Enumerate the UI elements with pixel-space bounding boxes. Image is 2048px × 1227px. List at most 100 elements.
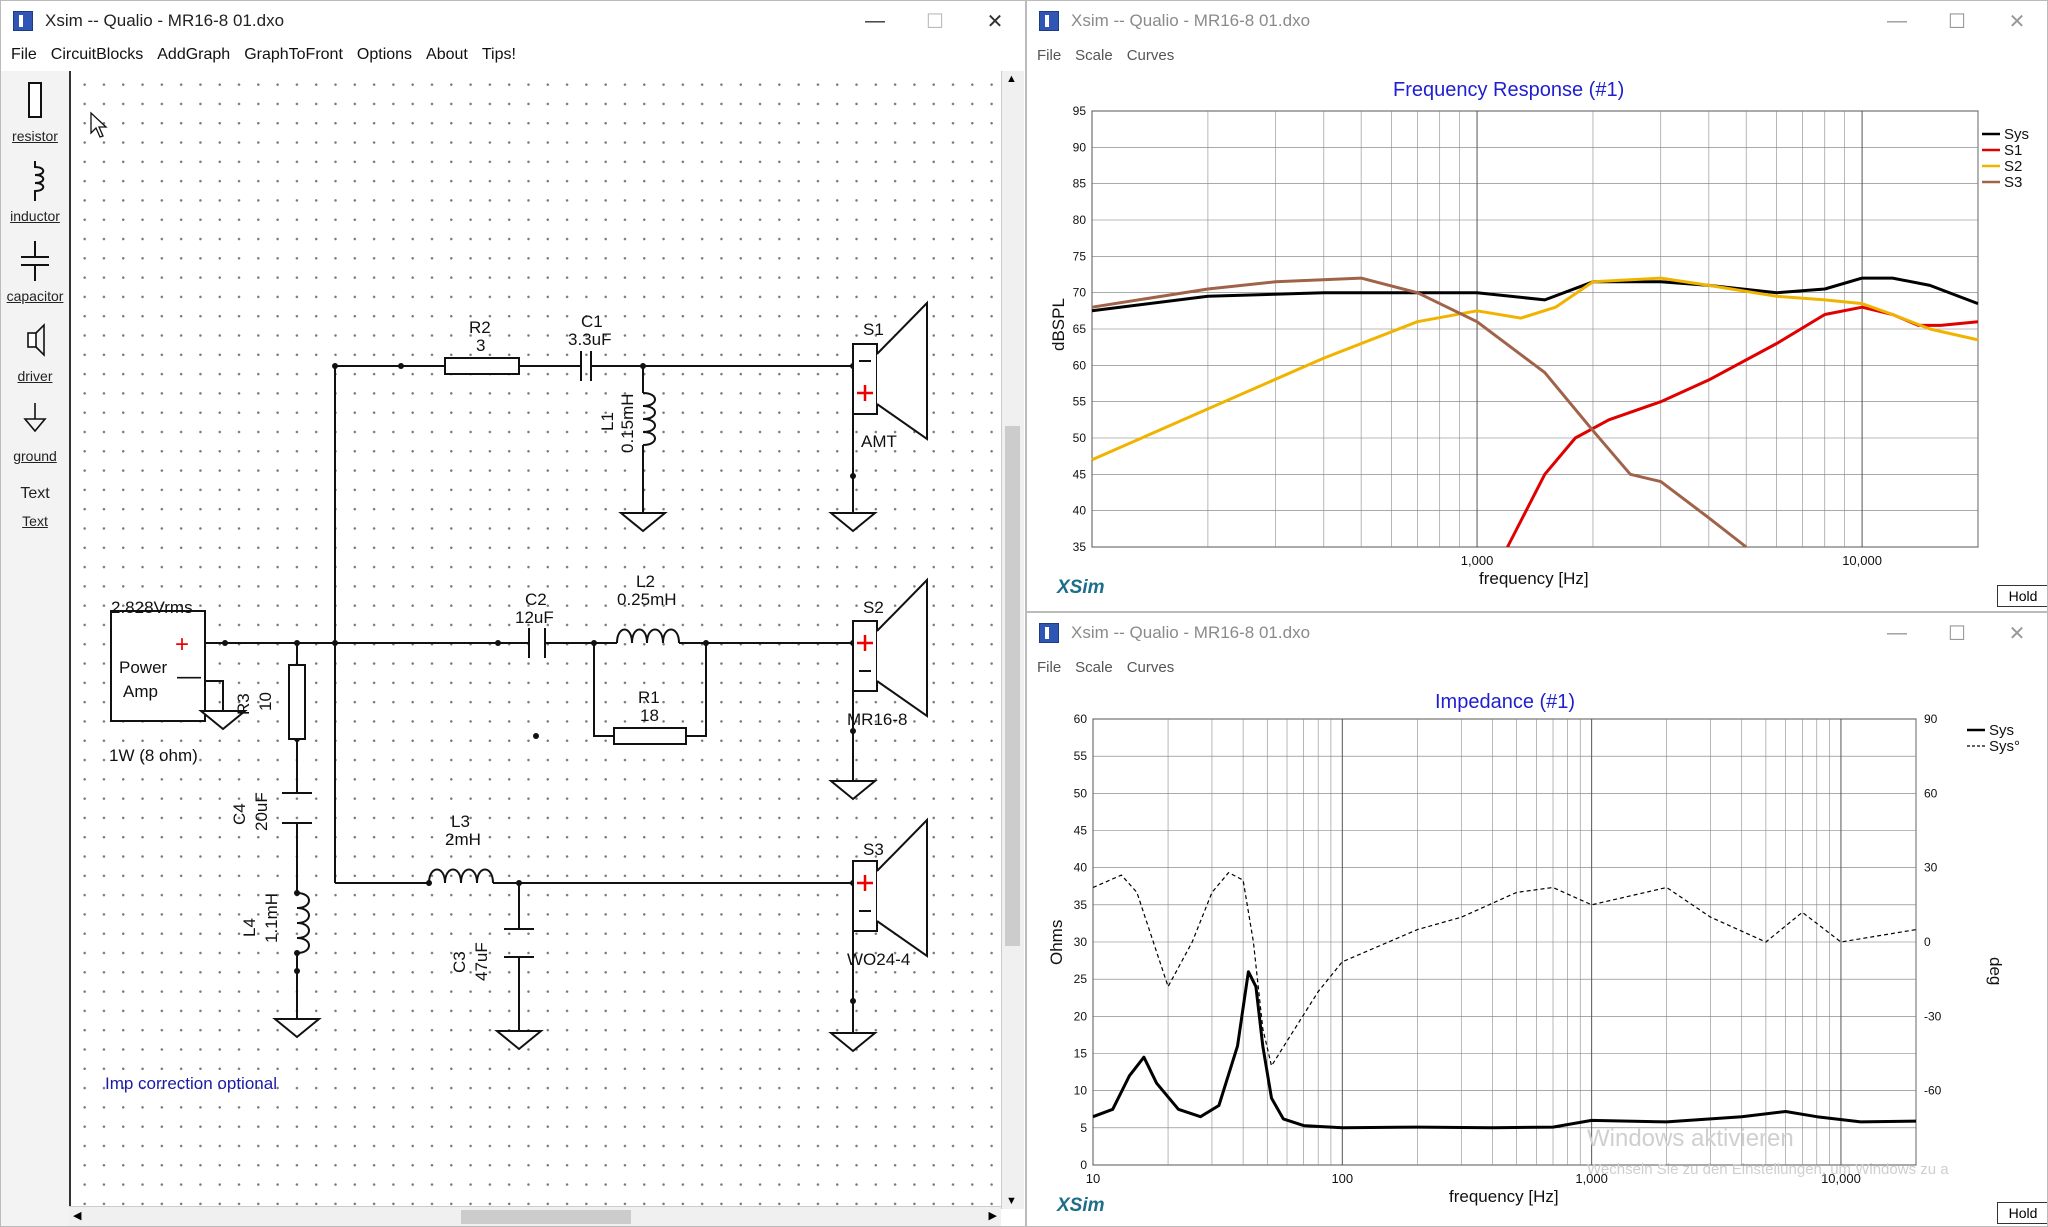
fr-titlebar[interactable]: Xsim -- Qualio - MR16-8 01.dxo — ☐ ✕ bbox=[1027, 1, 2047, 41]
speaker-icon bbox=[27, 323, 45, 357]
palette-driver[interactable]: driver bbox=[1, 319, 69, 384]
hscroll-thumb[interactable] bbox=[461, 1210, 631, 1224]
palette-text[interactable]: Text Text bbox=[1, 485, 69, 529]
scroll-thumb[interactable] bbox=[1005, 426, 1020, 946]
menu-graphtofront[interactable]: GraphToFront bbox=[244, 46, 343, 63]
inductor-l1[interactable] bbox=[642, 392, 656, 446]
menu-circuitblocks[interactable]: CircuitBlocks bbox=[50, 46, 144, 63]
schematic-titlebar[interactable]: Xsim -- Qualio - MR16-8 01.dxo — ☐ ✕ bbox=[1, 1, 1025, 41]
y2-axis-label: deg bbox=[1986, 957, 2005, 986]
close-icon[interactable]: ✕ bbox=[986, 10, 1004, 33]
palette-capacitor[interactable]: capacitor bbox=[1, 239, 69, 304]
scroll-right-icon[interactable]: ▶ bbox=[988, 1210, 997, 1222]
component-palette: resistor inductor capacitor driver groun… bbox=[1, 71, 71, 1226]
series-line-sys bbox=[1092, 970, 1917, 1130]
y-tick-label: 50 bbox=[1073, 431, 1087, 445]
schematic-menubar: File CircuitBlocks AddGraph GraphToFront… bbox=[1, 41, 1025, 69]
r3-value: 10 bbox=[256, 692, 275, 711]
legend-label: S1 bbox=[2004, 142, 2022, 159]
capacitor-icon bbox=[21, 241, 49, 281]
palette-label-resistor: resistor bbox=[12, 128, 58, 144]
l1-name: L1 bbox=[598, 412, 617, 431]
scroll-down-icon[interactable]: ▼ bbox=[1006, 1195, 1017, 1207]
schematic-canvas[interactable]: 2.828Vrms Power Amp + — 1W (8 ohm) R2 3 … bbox=[71, 71, 1019, 1209]
imp-menubar: File Scale Curves bbox=[1027, 653, 2047, 681]
menu-file[interactable]: File bbox=[11, 46, 37, 63]
inductor-l2[interactable] bbox=[616, 628, 680, 644]
menu-addgraph[interactable]: AddGraph bbox=[157, 46, 231, 63]
resistor-icon bbox=[28, 82, 42, 118]
capacitor-c3[interactable] bbox=[504, 928, 534, 958]
palette-inductor[interactable]: inductor bbox=[1, 159, 69, 224]
menu-curves[interactable]: Curves bbox=[1126, 46, 1175, 64]
y-tick-label: 40 bbox=[1073, 504, 1087, 518]
scroll-up-icon[interactable]: ▲ bbox=[1006, 73, 1017, 85]
inductor-l3[interactable] bbox=[428, 868, 494, 884]
menu-scale[interactable]: Scale bbox=[1075, 658, 1113, 676]
resistor-r3[interactable] bbox=[288, 664, 306, 740]
speaker-s3[interactable] bbox=[852, 817, 928, 958]
xsim-logo: XSim bbox=[1057, 1195, 1105, 1216]
capacitor-c4[interactable] bbox=[282, 792, 312, 824]
y-tick-label: 75 bbox=[1073, 249, 1087, 263]
horizontal-scrollbar[interactable]: ◀ ▶ bbox=[69, 1206, 1001, 1226]
menu-file[interactable]: File bbox=[1037, 658, 1062, 676]
y-tick-label: 55 bbox=[1074, 749, 1088, 763]
menu-tips[interactable]: Tips! bbox=[481, 46, 516, 63]
menu-curves[interactable]: Curves bbox=[1126, 658, 1175, 676]
maximize-icon[interactable]: ☐ bbox=[1948, 10, 1966, 33]
inductor-icon bbox=[34, 161, 45, 201]
xsim-app-icon bbox=[13, 11, 33, 31]
inductor-l4[interactable] bbox=[296, 892, 310, 954]
minimize-icon[interactable]: — bbox=[1887, 9, 1907, 32]
palette-ground[interactable]: ground bbox=[1, 399, 69, 464]
power-amp-block[interactable] bbox=[110, 610, 206, 722]
imp-titlebar[interactable]: Xsim -- Qualio - MR16-8 01.dxo — ☐ ✕ bbox=[1027, 613, 2047, 653]
menu-options[interactable]: Options bbox=[356, 46, 413, 63]
r1-value: 18 bbox=[640, 706, 659, 725]
hold-button[interactable]: Hold bbox=[1997, 585, 2047, 607]
speaker-s1[interactable] bbox=[852, 300, 928, 441]
hold-button[interactable]: Hold bbox=[1997, 1202, 2047, 1224]
r1-name: R1 bbox=[638, 688, 660, 707]
y-tick-label: 95 bbox=[1073, 104, 1087, 118]
palette-resistor[interactable]: resistor bbox=[1, 79, 69, 144]
s2-name: S2 bbox=[863, 598, 884, 617]
source-voltage-label: 2.828Vrms bbox=[111, 598, 193, 617]
resistor-r1[interactable] bbox=[613, 727, 687, 745]
series-line-sys bbox=[1092, 872, 1917, 1067]
menu-about[interactable]: About bbox=[426, 46, 468, 63]
ground-symbol bbox=[494, 1030, 544, 1051]
ground-symbol bbox=[828, 512, 878, 533]
resistor-r2[interactable] bbox=[444, 357, 520, 375]
c2-name: C2 bbox=[525, 590, 547, 609]
scroll-left-icon[interactable]: ◀ bbox=[73, 1210, 82, 1222]
c4-value: 20uF bbox=[252, 792, 271, 831]
menu-scale[interactable]: Scale bbox=[1075, 46, 1113, 64]
capacitor-c1[interactable] bbox=[580, 351, 592, 381]
annotation-text[interactable]: Imp correction optional bbox=[105, 1074, 277, 1093]
y-tick-label: 15 bbox=[1074, 1047, 1088, 1061]
l1-value: 0.15mH bbox=[618, 393, 637, 453]
minimize-icon[interactable]: — bbox=[865, 9, 885, 32]
legend-label: Sys bbox=[1989, 722, 2014, 739]
l2-value: 0.25mH bbox=[617, 590, 677, 609]
frequency-response-window: Xsim -- Qualio - MR16-8 01.dxo — ☐ ✕ Fil… bbox=[1026, 0, 2048, 612]
maximize-icon[interactable]: ☐ bbox=[926, 10, 944, 33]
menu-file[interactable]: File bbox=[1037, 46, 1062, 64]
capacitor-c2[interactable] bbox=[528, 628, 546, 658]
speaker-s2[interactable] bbox=[852, 577, 928, 718]
y-tick-label: 60 bbox=[1074, 712, 1088, 726]
l2-name: L2 bbox=[636, 572, 655, 591]
x-tick-label: 10 bbox=[1086, 1171, 1100, 1186]
close-icon[interactable]: ✕ bbox=[2008, 622, 2026, 645]
c3-value: 47uF bbox=[472, 942, 491, 981]
maximize-icon[interactable]: ☐ bbox=[1948, 622, 1966, 645]
vertical-scrollbar[interactable]: ▲ ▼ bbox=[1001, 71, 1024, 1209]
minimize-icon[interactable]: — bbox=[1887, 621, 1907, 644]
text-tool-icon: Text bbox=[20, 485, 50, 502]
r2-value: 3 bbox=[476, 336, 486, 355]
y-axis-label: Ohms bbox=[1047, 919, 1066, 965]
close-icon[interactable]: ✕ bbox=[2008, 10, 2026, 33]
chart-title: Impedance (#1) bbox=[1435, 691, 1576, 713]
